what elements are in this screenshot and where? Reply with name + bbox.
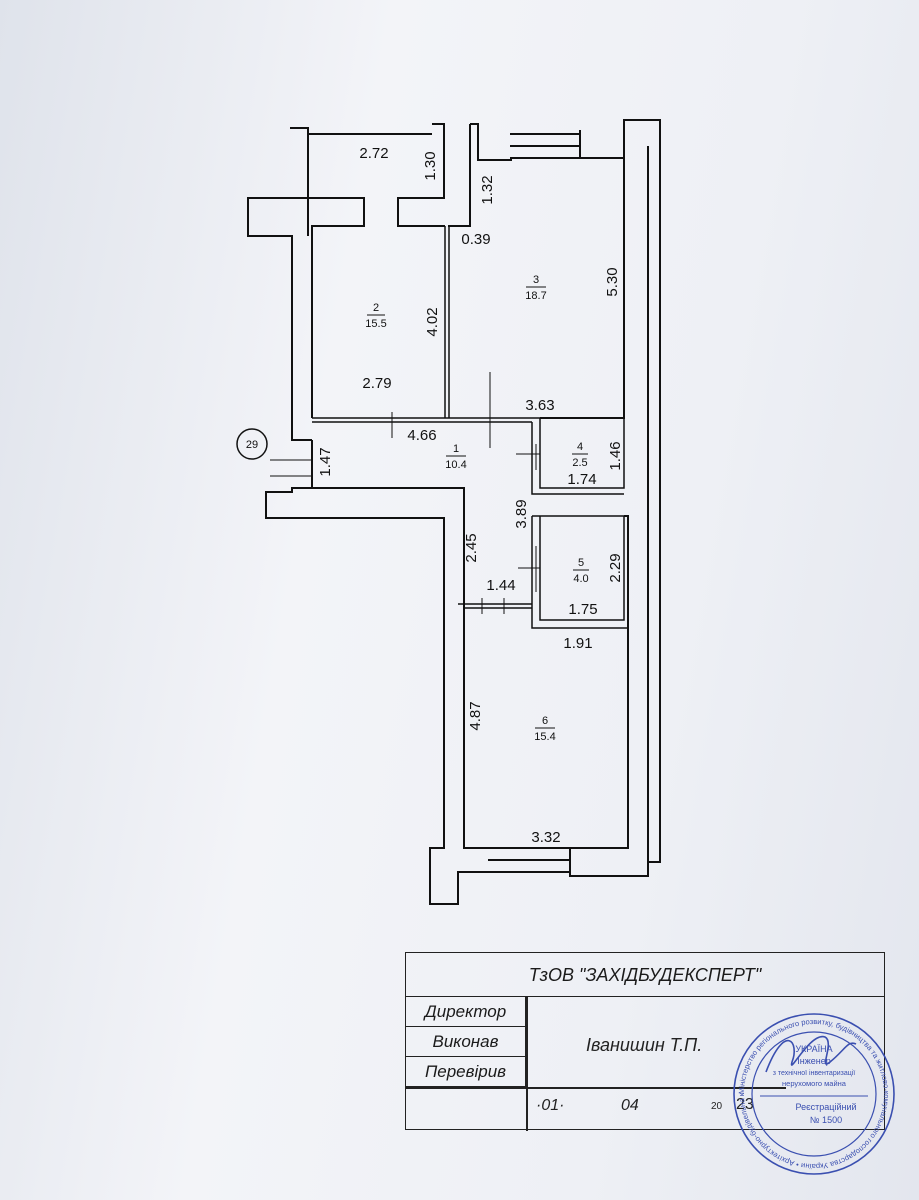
wall-top-right-a — [470, 123, 512, 161]
room-label-3: 3 18.7 — [525, 274, 546, 302]
wall-entrance — [265, 440, 488, 905]
wall-top-mid — [448, 124, 471, 227]
room-label-6: 6 15.4 — [534, 715, 555, 743]
svg-text:10.4: 10.4 — [445, 459, 466, 471]
dim-130: 1.30 — [422, 151, 439, 180]
svg-text:2: 2 — [373, 302, 379, 314]
stamp-line3: з технічної інвентаризації — [773, 1069, 856, 1077]
dim-530: 5.30 — [604, 267, 621, 296]
date-year-suffix: 23 — [736, 1096, 754, 1113]
wall-room4-b — [531, 422, 624, 495]
svg-text:15.4: 15.4 — [534, 731, 555, 743]
svg-text:4: 4 — [577, 441, 583, 453]
dim-174: 1.74 — [567, 471, 596, 488]
dim-146: 1.46 — [607, 441, 624, 470]
dim-363: 3.63 — [525, 397, 554, 414]
wall-room5-b — [531, 516, 628, 629]
dim-272: 2.72 — [359, 145, 388, 162]
svg-text:1: 1 — [453, 443, 459, 455]
executor-name: Іванишин Т.П. — [586, 1035, 703, 1055]
title-block: ТзОВ "ЗАХІДБУДЕКСПЕРТ" Директор Виконав … — [405, 952, 885, 1131]
stamp-line1: УКРАЇНА — [795, 1044, 832, 1054]
stamp-reg-label: Реєстраційний — [795, 1102, 856, 1112]
dim-039: 0.39 — [461, 231, 490, 248]
wall-room5 — [532, 515, 625, 621]
title-block-divider — [526, 997, 528, 1131]
building-number: 29 — [246, 439, 258, 451]
dim-487: 4.87 — [467, 701, 484, 730]
row-checked-by: Перевірив — [406, 1057, 526, 1087]
room-label-2: 2 15.5 — [365, 302, 386, 330]
dim-191: 1.91 — [563, 635, 592, 652]
room-label-5: 5 4.0 — [573, 557, 589, 585]
room-label-1: 1 10.4 — [445, 443, 466, 471]
date-year-prefix: 20 — [711, 1101, 723, 1112]
company-name: ТзОВ "ЗАХІДБУДЕКСПЕРТ" — [406, 953, 884, 997]
dim-147: 1.47 — [317, 447, 334, 476]
row-director: Директор — [406, 997, 526, 1027]
date-month: 04 — [621, 1097, 639, 1114]
dim-389: 3.89 — [513, 499, 530, 528]
date-day: ·01· — [536, 1097, 565, 1114]
svg-text:5: 5 — [578, 557, 584, 569]
signature-scribble — [765, 1036, 857, 1073]
wall-left-inner — [307, 197, 365, 418]
wall-top-right-b — [579, 119, 661, 863]
dim-466: 4.66 — [407, 427, 436, 444]
dim-175: 1.75 — [568, 601, 597, 618]
svg-text:4.0: 4.0 — [573, 573, 588, 585]
wall-room4 — [539, 418, 625, 489]
dim-279: 2.79 — [362, 375, 391, 392]
row-executed-by: Виконав — [406, 1027, 526, 1057]
wall-stub-top — [397, 123, 445, 227]
dim-144: 1.44 — [486, 577, 515, 594]
official-stamp: Міністерство регіонального розвитку, буд… — [730, 1002, 895, 1175]
stamp-reg-number: № 1500 — [810, 1115, 842, 1125]
svg-text:15.5: 15.5 — [365, 318, 386, 330]
dim-402: 4.02 — [424, 307, 441, 336]
dim-229: 2.29 — [607, 553, 624, 582]
dim-132: 1.32 — [479, 175, 496, 204]
wall-left-upper — [247, 127, 312, 441]
date-line — [406, 1087, 786, 1089]
wall-entrance-inner — [312, 487, 488, 849]
svg-text:3: 3 — [533, 274, 539, 286]
dim-245: 2.45 — [463, 533, 480, 562]
building-number-circle — [236, 428, 268, 460]
stamp-line4: нерухомого майна — [782, 1079, 847, 1088]
room-label-4: 4 2.5 — [572, 441, 588, 469]
svg-text:18.7: 18.7 — [525, 290, 546, 302]
stamp-line2: Інженер — [797, 1056, 830, 1066]
dim-332: 3.32 — [531, 829, 560, 846]
svg-text:2.5: 2.5 — [572, 457, 587, 469]
svg-text:6: 6 — [542, 715, 548, 727]
